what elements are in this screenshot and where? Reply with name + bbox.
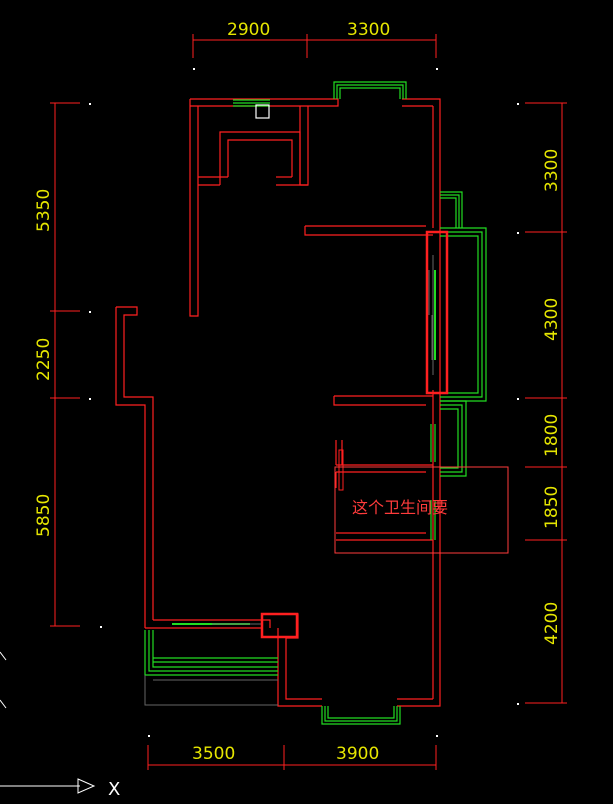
dim-bottom-1: 3500: [192, 744, 235, 764]
axis-x-label: X: [108, 779, 120, 800]
annotation-text: 这个卫生间要: [352, 498, 448, 517]
dim-left-3: 5850: [34, 494, 54, 537]
dim-right-4: 1850: [542, 486, 562, 529]
dimension-lines: [50, 34, 567, 770]
highlight-box-column: [260, 612, 299, 639]
dim-right-5: 4200: [542, 602, 562, 645]
construction-lines: [144, 255, 434, 706]
dim-right-3: 1800: [542, 414, 562, 457]
highlight-box-window: [425, 230, 449, 395]
dim-left-1: 5350: [34, 189, 54, 232]
dim-top-2: 3300: [347, 20, 390, 40]
annotation-box: [334, 466, 509, 554]
bathroom-fixtures: [338, 449, 344, 491]
dim-top-1: 2900: [227, 20, 270, 40]
dim-right-2: 4300: [542, 298, 562, 341]
walls: [115, 98, 441, 707]
dim-bottom-2: 3900: [336, 744, 379, 764]
dim-right-1: 3300: [542, 149, 562, 192]
dim-left-2: 2250: [34, 338, 54, 381]
flue-square: [255, 104, 270, 119]
tick-dots: [89, 68, 519, 737]
ucs-axis-icon: [0, 651, 96, 794]
